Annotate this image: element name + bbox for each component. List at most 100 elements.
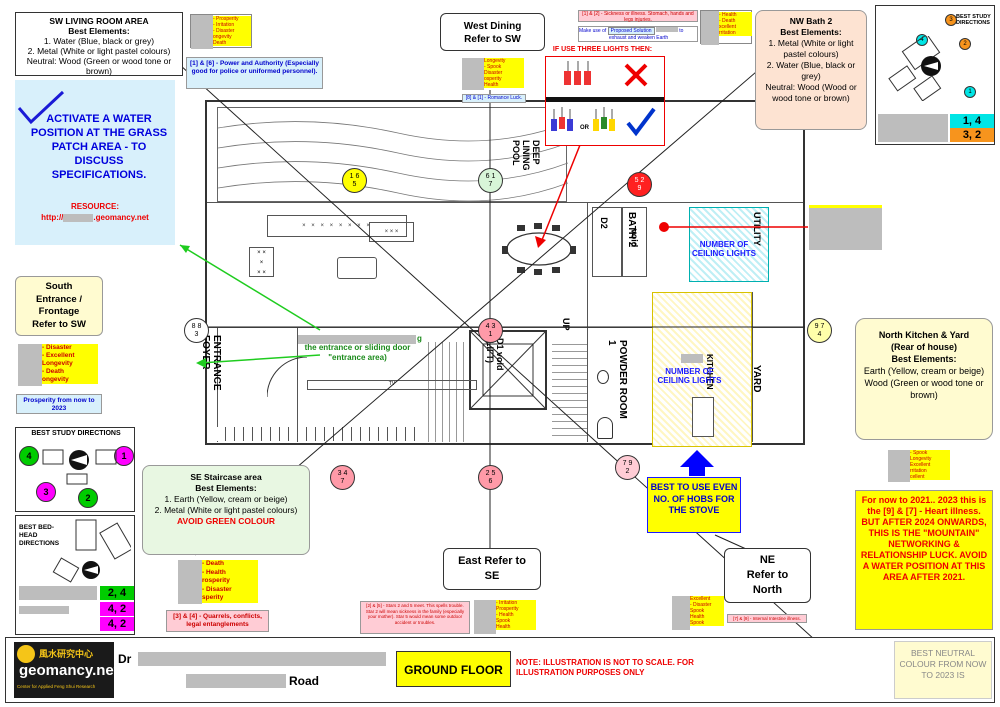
logo-cn: 風水研究中心: [39, 649, 94, 659]
study-directions-left: BEST STUDY DIRECTIONS 4 1 3 2: [15, 427, 135, 512]
footer-road-redacted: [186, 674, 286, 688]
study-directions-top: BEST STUDY DIRECTIONS 3 4 2 1 1, 4 3, 2: [875, 5, 995, 145]
sw-title: SW LIVING ROOM AREA: [49, 16, 149, 26]
note-1-6: [1] & [6] - Power and Authority (Especia…: [186, 57, 323, 89]
bed-value-2: 4, 2: [100, 602, 134, 616]
nw-bath2-box: NW Bath 2 Best Elements: 1. Metal (White…: [755, 10, 867, 130]
geomancy-logo: 風水研究中心 geomancy.net Center for Applied F…: [14, 642, 119, 698]
lift-void: [469, 330, 547, 410]
compass-icon: [42, 449, 117, 485]
sofa-2: × × ×: [369, 222, 414, 242]
sw-l2: 2. Metal (White or light pastel colours): [27, 46, 171, 56]
study-dir-1: 1: [114, 446, 134, 466]
wd-title: West Dining: [463, 21, 522, 32]
red-warning-box: For now to 2021.. 2023 this is the [9] &…: [855, 490, 993, 630]
bed-illustration: [52, 519, 131, 583]
note-3-4: [3] & [4] - Quarrels, conflicts, legal e…: [166, 610, 269, 632]
activate-text: ACTIVATE A WATER POSITION AT THE GRASS P…: [30, 113, 168, 181]
sw-l1: 1. Water (Blue, black or grey): [43, 36, 155, 46]
scale-note: NOTE: ILLUSTRATION IS NOT TO SCALE. FOR …: [516, 658, 694, 677]
three-lights-panel: OR: [545, 56, 665, 146]
footer: 風水研究中心 geomancy.net Center for Applied F…: [5, 637, 995, 703]
neutral-colour-note: BEST NEUTRAL COLOUR FROM NOW TO 2023 IS: [894, 641, 992, 699]
nw-l2: 2. Water (Blue, black or grey): [766, 60, 856, 81]
ceiling-lights-label-1: NUMBER OF CEILING LIGHTS: [692, 240, 756, 258]
floor-plan: × × × × × × × × × × × × ××× × D2 void BA…: [205, 100, 805, 447]
entrance-foyer-label: ENTRANCE FOYER: [200, 335, 222, 391]
d1-void-label: D1 void (LIFT): [485, 338, 505, 371]
sw-l3: Neutral: Wood (Green or wood tone or bro…: [26, 56, 172, 76]
redacted-block: [681, 354, 703, 363]
study-top-title: BEST STUDY DIRECTIONS: [956, 14, 991, 26]
stairs-left: [422, 342, 467, 442]
wd-sub: Refer to SW: [464, 34, 521, 45]
coffee-table: [337, 257, 377, 279]
bath2-redacted: [809, 205, 882, 250]
study-top-redacted: [878, 114, 948, 142]
study-dir-2: 2: [78, 488, 98, 508]
note-8-1: [8] & [1] - Romance Luck.: [462, 94, 526, 103]
nw-l3: Neutral: Wood (Wood or wood tone or brow…: [765, 82, 857, 103]
study-top-value-2: 3, 2: [950, 128, 994, 142]
logo-sub: Center for Applied Feng Shui Research: [17, 684, 96, 689]
note-2-5: [2] & [5] - Stars 2 and 5 meet. This spe…: [360, 601, 470, 634]
resource-url: http://.geomancy.net: [41, 213, 149, 222]
bed-head-directions: BEST BED-HEAD DIRECTIONS 2, 4 4, 2 4, 2: [15, 515, 135, 635]
proposed-solution-box: Make use of Proposed Solution to exhaust…: [578, 26, 698, 42]
checkmark-icon: [17, 90, 65, 125]
three-lights-title: IF USE THREE LIGHTS THEN:: [552, 46, 653, 53]
d2-label: D2: [598, 217, 609, 229]
deep-lining-pool-label: DEEP LINING POOL: [511, 140, 541, 171]
ceiling-lights-label-2: NUMBER OF CEILING LIGHTS: [657, 367, 722, 385]
logo-text: geomancy.net: [19, 662, 119, 679]
nw-title: NW Bath 2: [789, 16, 833, 26]
ground-floor-label: GROUND FLOOR: [396, 651, 511, 687]
nw-l1: 1. Metal (White or light pastel colours): [768, 38, 854, 59]
study-title: BEST STUDY DIRECTIONS: [31, 430, 121, 437]
study-dir-3: 3: [36, 482, 56, 502]
resource-label: RESOURCE:: [70, 202, 119, 211]
stairs-right: [552, 342, 587, 442]
se-staircase-box: SE Staircase area Best Elements: 1. Eart…: [142, 465, 310, 555]
study-dir-4: 4: [19, 446, 39, 466]
up-label: UP: [561, 318, 571, 331]
lights-illustration: OR: [546, 61, 664, 137]
sw-sub: Best Elements:: [68, 26, 130, 36]
study-top-2: 2: [959, 38, 971, 50]
d2-box: D2: [592, 207, 622, 277]
front-steps: [217, 427, 417, 441]
entrance-g: g: [417, 334, 422, 343]
entrance-area-note: the entrance or sliding door "entrance a…: [304, 343, 411, 362]
dining-table: [502, 223, 576, 275]
study-top-1: 1: [964, 86, 976, 98]
armchair: × ××× ×: [249, 247, 274, 277]
powder-room-label: POWDER ROOM 1: [606, 340, 628, 419]
note-1-2: [1] & [2] - Sickness or illness. Stomach…: [578, 10, 698, 23]
or-text: OR: [580, 125, 590, 131]
north-kitchen-box: North Kitchen & Yard (Rear of house) Bes…: [855, 318, 993, 440]
nw-sub: Best Elements:: [780, 27, 842, 37]
bed-value-1: 2, 4: [100, 586, 134, 600]
console: TV: [307, 380, 477, 390]
